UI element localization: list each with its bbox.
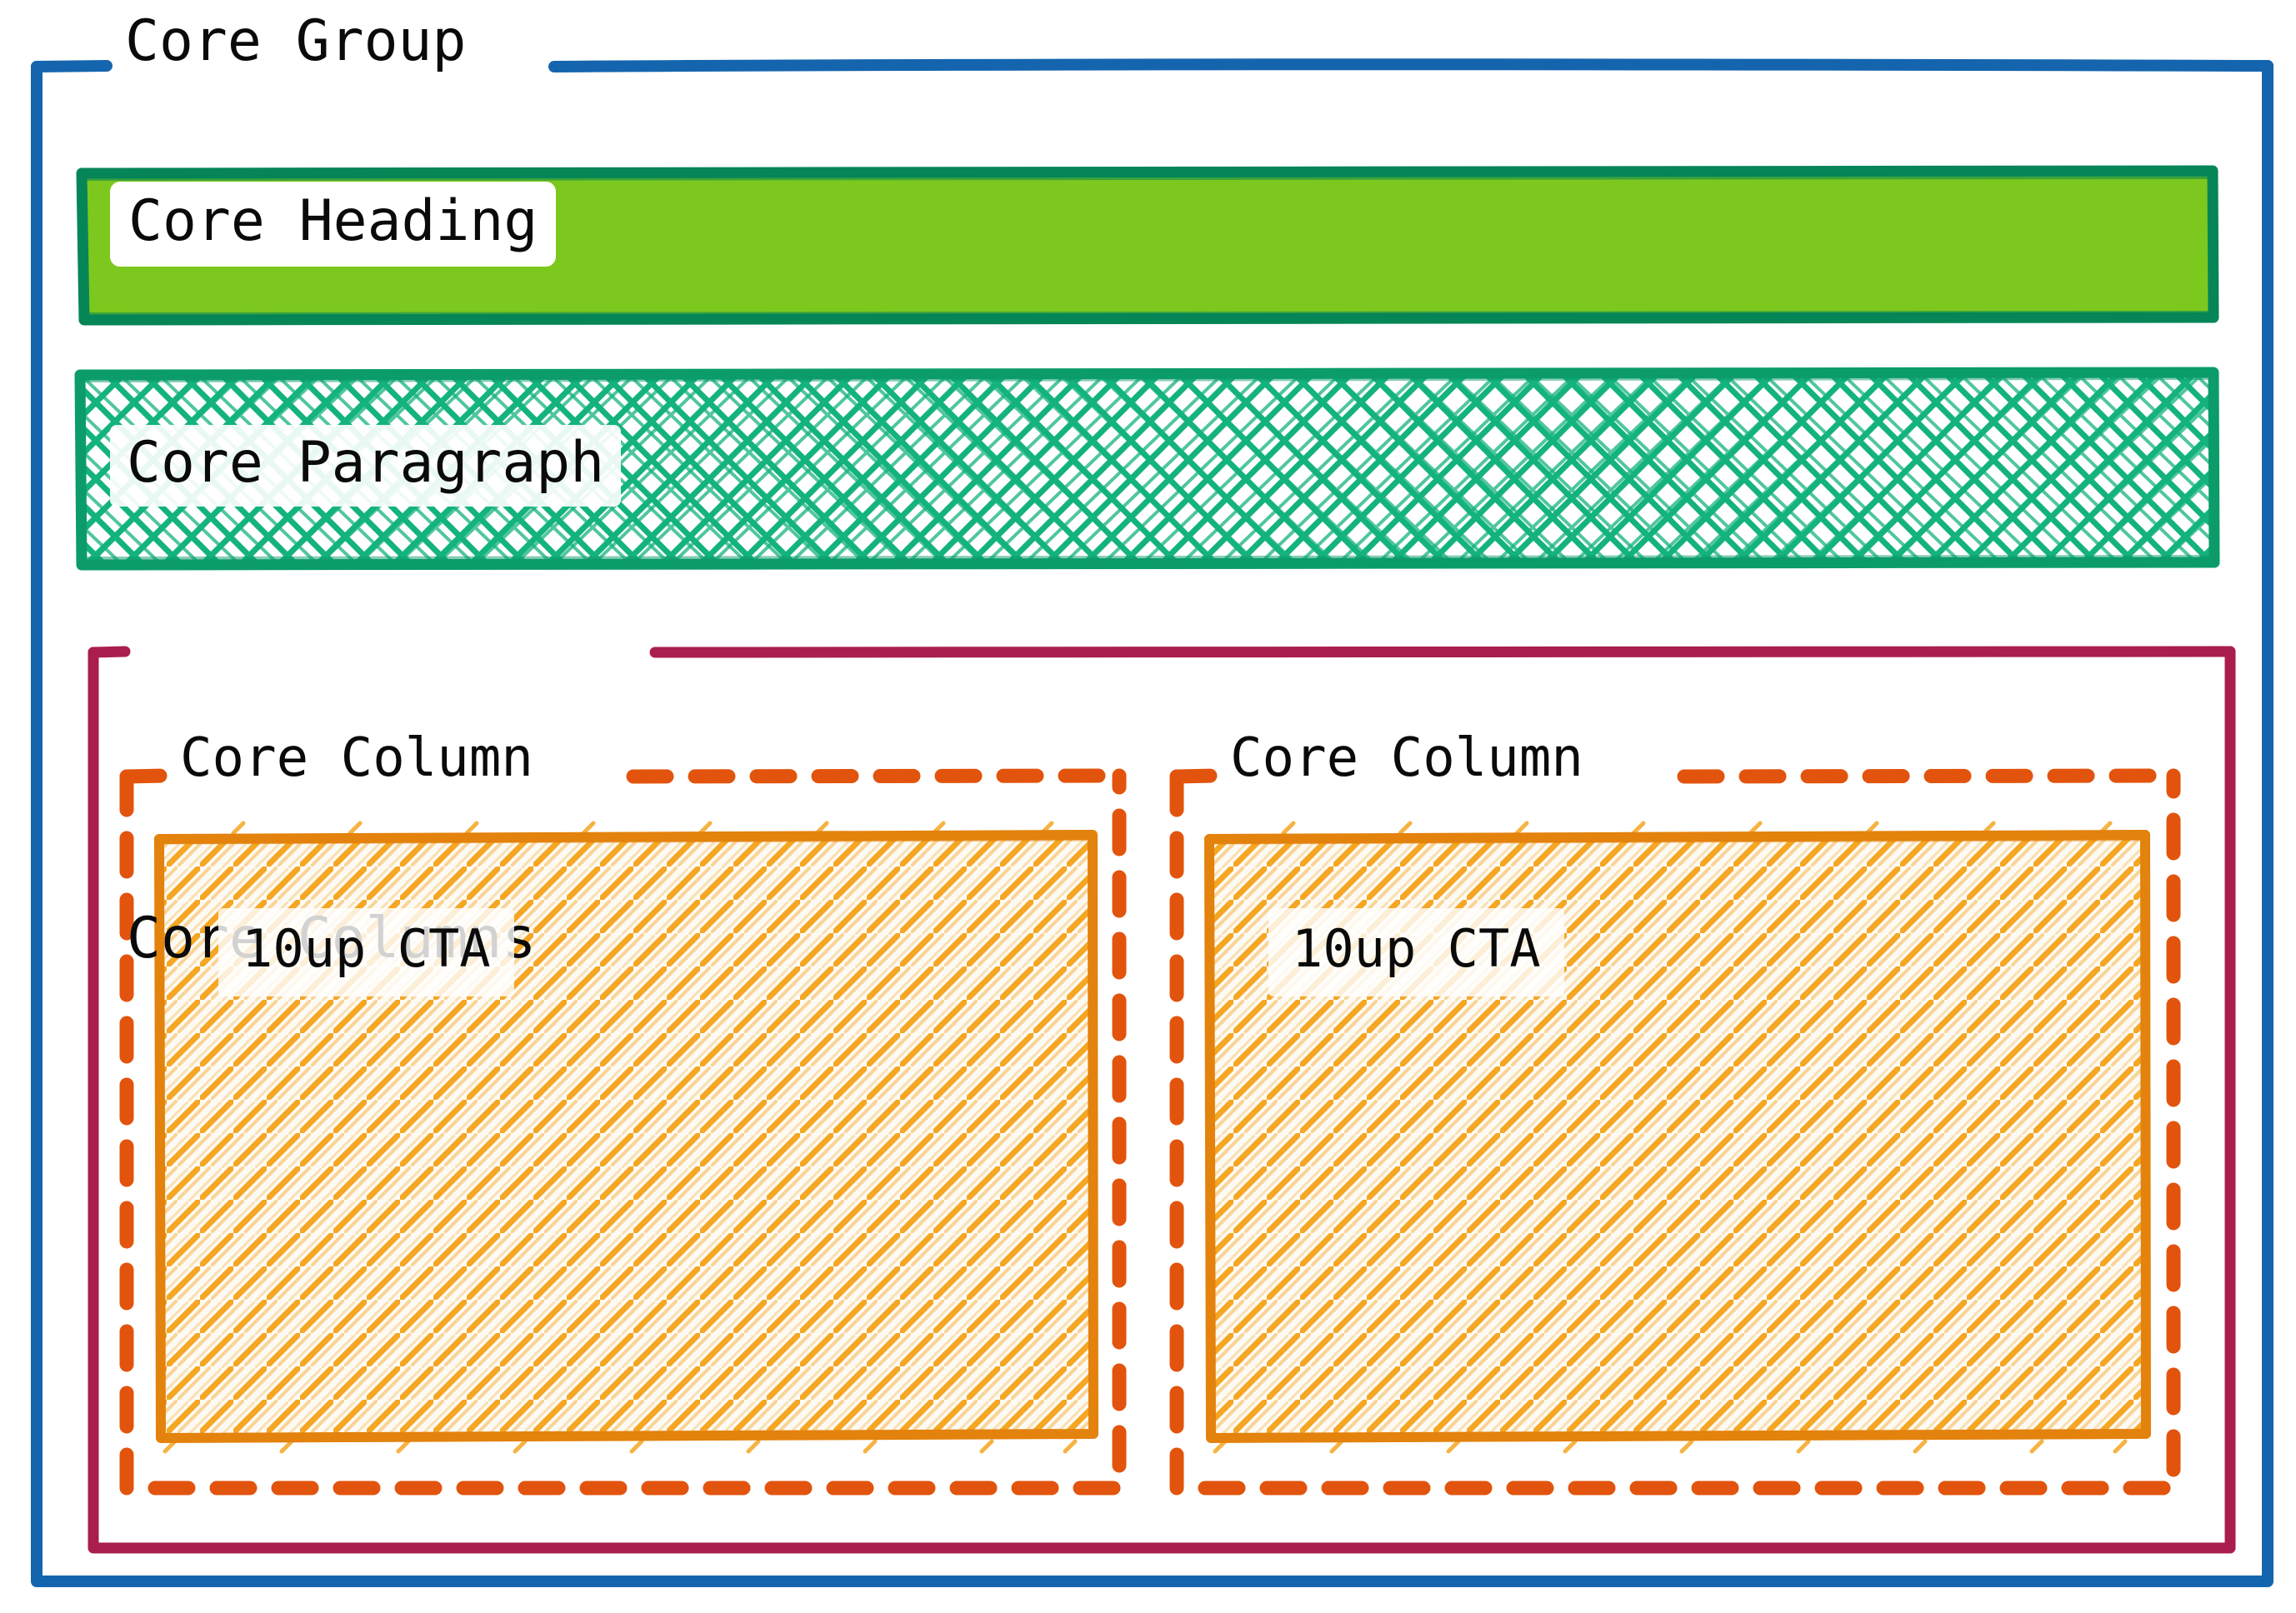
core-heading-label: Core Heading [110,182,557,267]
core-column-left-label: Core Column [168,732,545,792]
core-column-right-label: Core Column [1218,732,1595,792]
cta-right-label: 10up CTA [1268,908,1564,996]
core-paragraph-label: Core Paragraph [110,425,622,507]
cta-left-label: 10up CTA [218,908,514,996]
core-group-label: Core Group [125,8,467,74]
core-column-left-border [119,768,1127,1496]
core-group-border [31,58,2273,1587]
core-column-right-border [1169,768,2181,1496]
